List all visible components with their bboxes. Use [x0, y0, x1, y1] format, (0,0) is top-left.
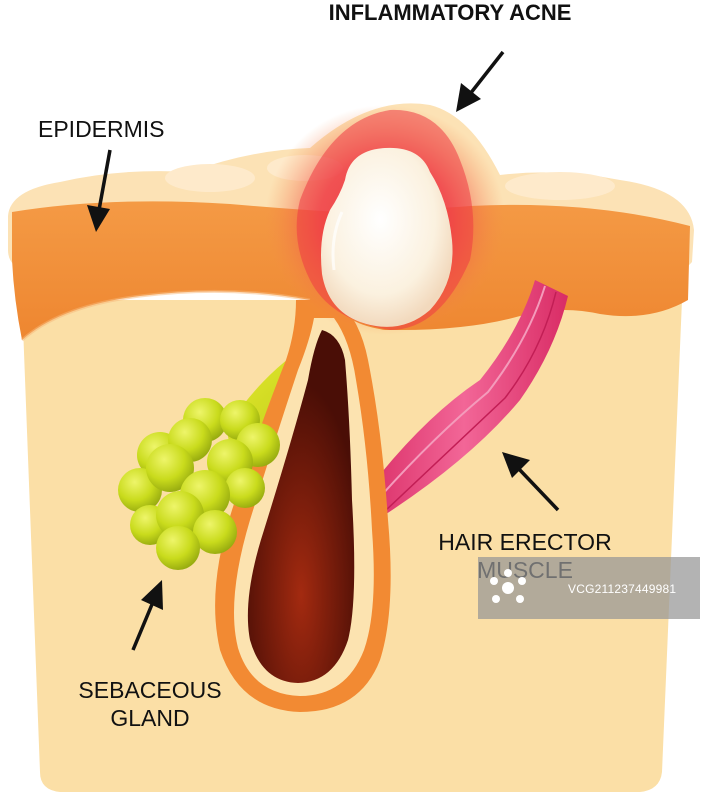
- hair-erector-muscle: [360, 280, 568, 518]
- title-label: INFLAMMATORY ACNE: [328, 0, 572, 25]
- sebaceous-gland-label: SEBACEOUS GLAND: [55, 676, 245, 732]
- arrow-inflammatory-acne: [456, 50, 505, 112]
- pustule: [321, 147, 453, 327]
- arrow-hair-erector-muscle: [502, 452, 560, 512]
- sebaceous-gland-label-line1: SEBACEOUS: [78, 677, 222, 703]
- hair-bulb: [247, 330, 355, 683]
- arrow-epidermis: [87, 149, 112, 232]
- epidermis-label: EPIDERMIS: [38, 116, 165, 142]
- sebaceous-gland: [118, 398, 280, 570]
- watermark: VCG211237449981: [478, 557, 700, 619]
- watermark-text: VCG211237449981: [568, 582, 677, 596]
- watermark-logo-icon: [490, 569, 526, 603]
- hair-erector-muscle-label-line1: HAIR ERECTOR: [438, 529, 612, 555]
- sebaceous-gland-label-line2: GLAND: [110, 705, 190, 732]
- arrow-sebaceous-gland: [131, 580, 163, 651]
